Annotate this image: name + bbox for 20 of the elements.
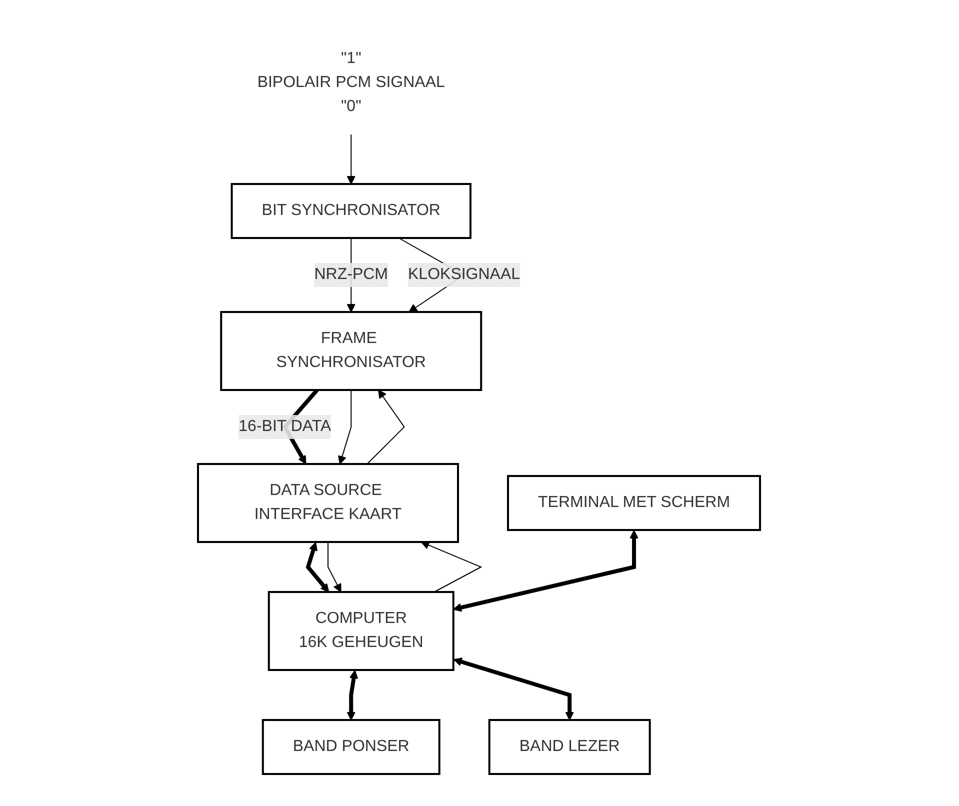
node-text: "1" BIPOLAIR PCM SIGNAAL "0"	[258, 50, 446, 115]
node-box: COMPUTER 16K GEHEUGEN	[268, 591, 455, 671]
arrow	[347, 670, 359, 720]
arrow	[347, 134, 356, 184]
node-box: TERMINAL MET SCHERM	[507, 475, 762, 531]
node-box: FRAME SYNCHRONISATOR	[220, 311, 483, 391]
node-box: BAND PONSER	[262, 719, 441, 775]
edge-label: 16-BIT DATA	[239, 418, 332, 435]
arrow	[306, 542, 330, 592]
arrow	[328, 542, 342, 592]
edge-label: NRZ-PCM	[314, 266, 388, 283]
arrow	[367, 390, 406, 464]
node-box: BIT SYNCHRONISATOR	[231, 183, 472, 239]
arrow	[338, 390, 352, 464]
node-box: BAND LEZER	[488, 719, 652, 775]
edge-label: KLOKSIGNAAL	[408, 266, 521, 283]
arrow	[453, 530, 639, 612]
arrow	[454, 658, 574, 720]
arrow	[421, 541, 483, 592]
node-box: DATA SOURCE INTERFACE KAART	[197, 463, 460, 543]
